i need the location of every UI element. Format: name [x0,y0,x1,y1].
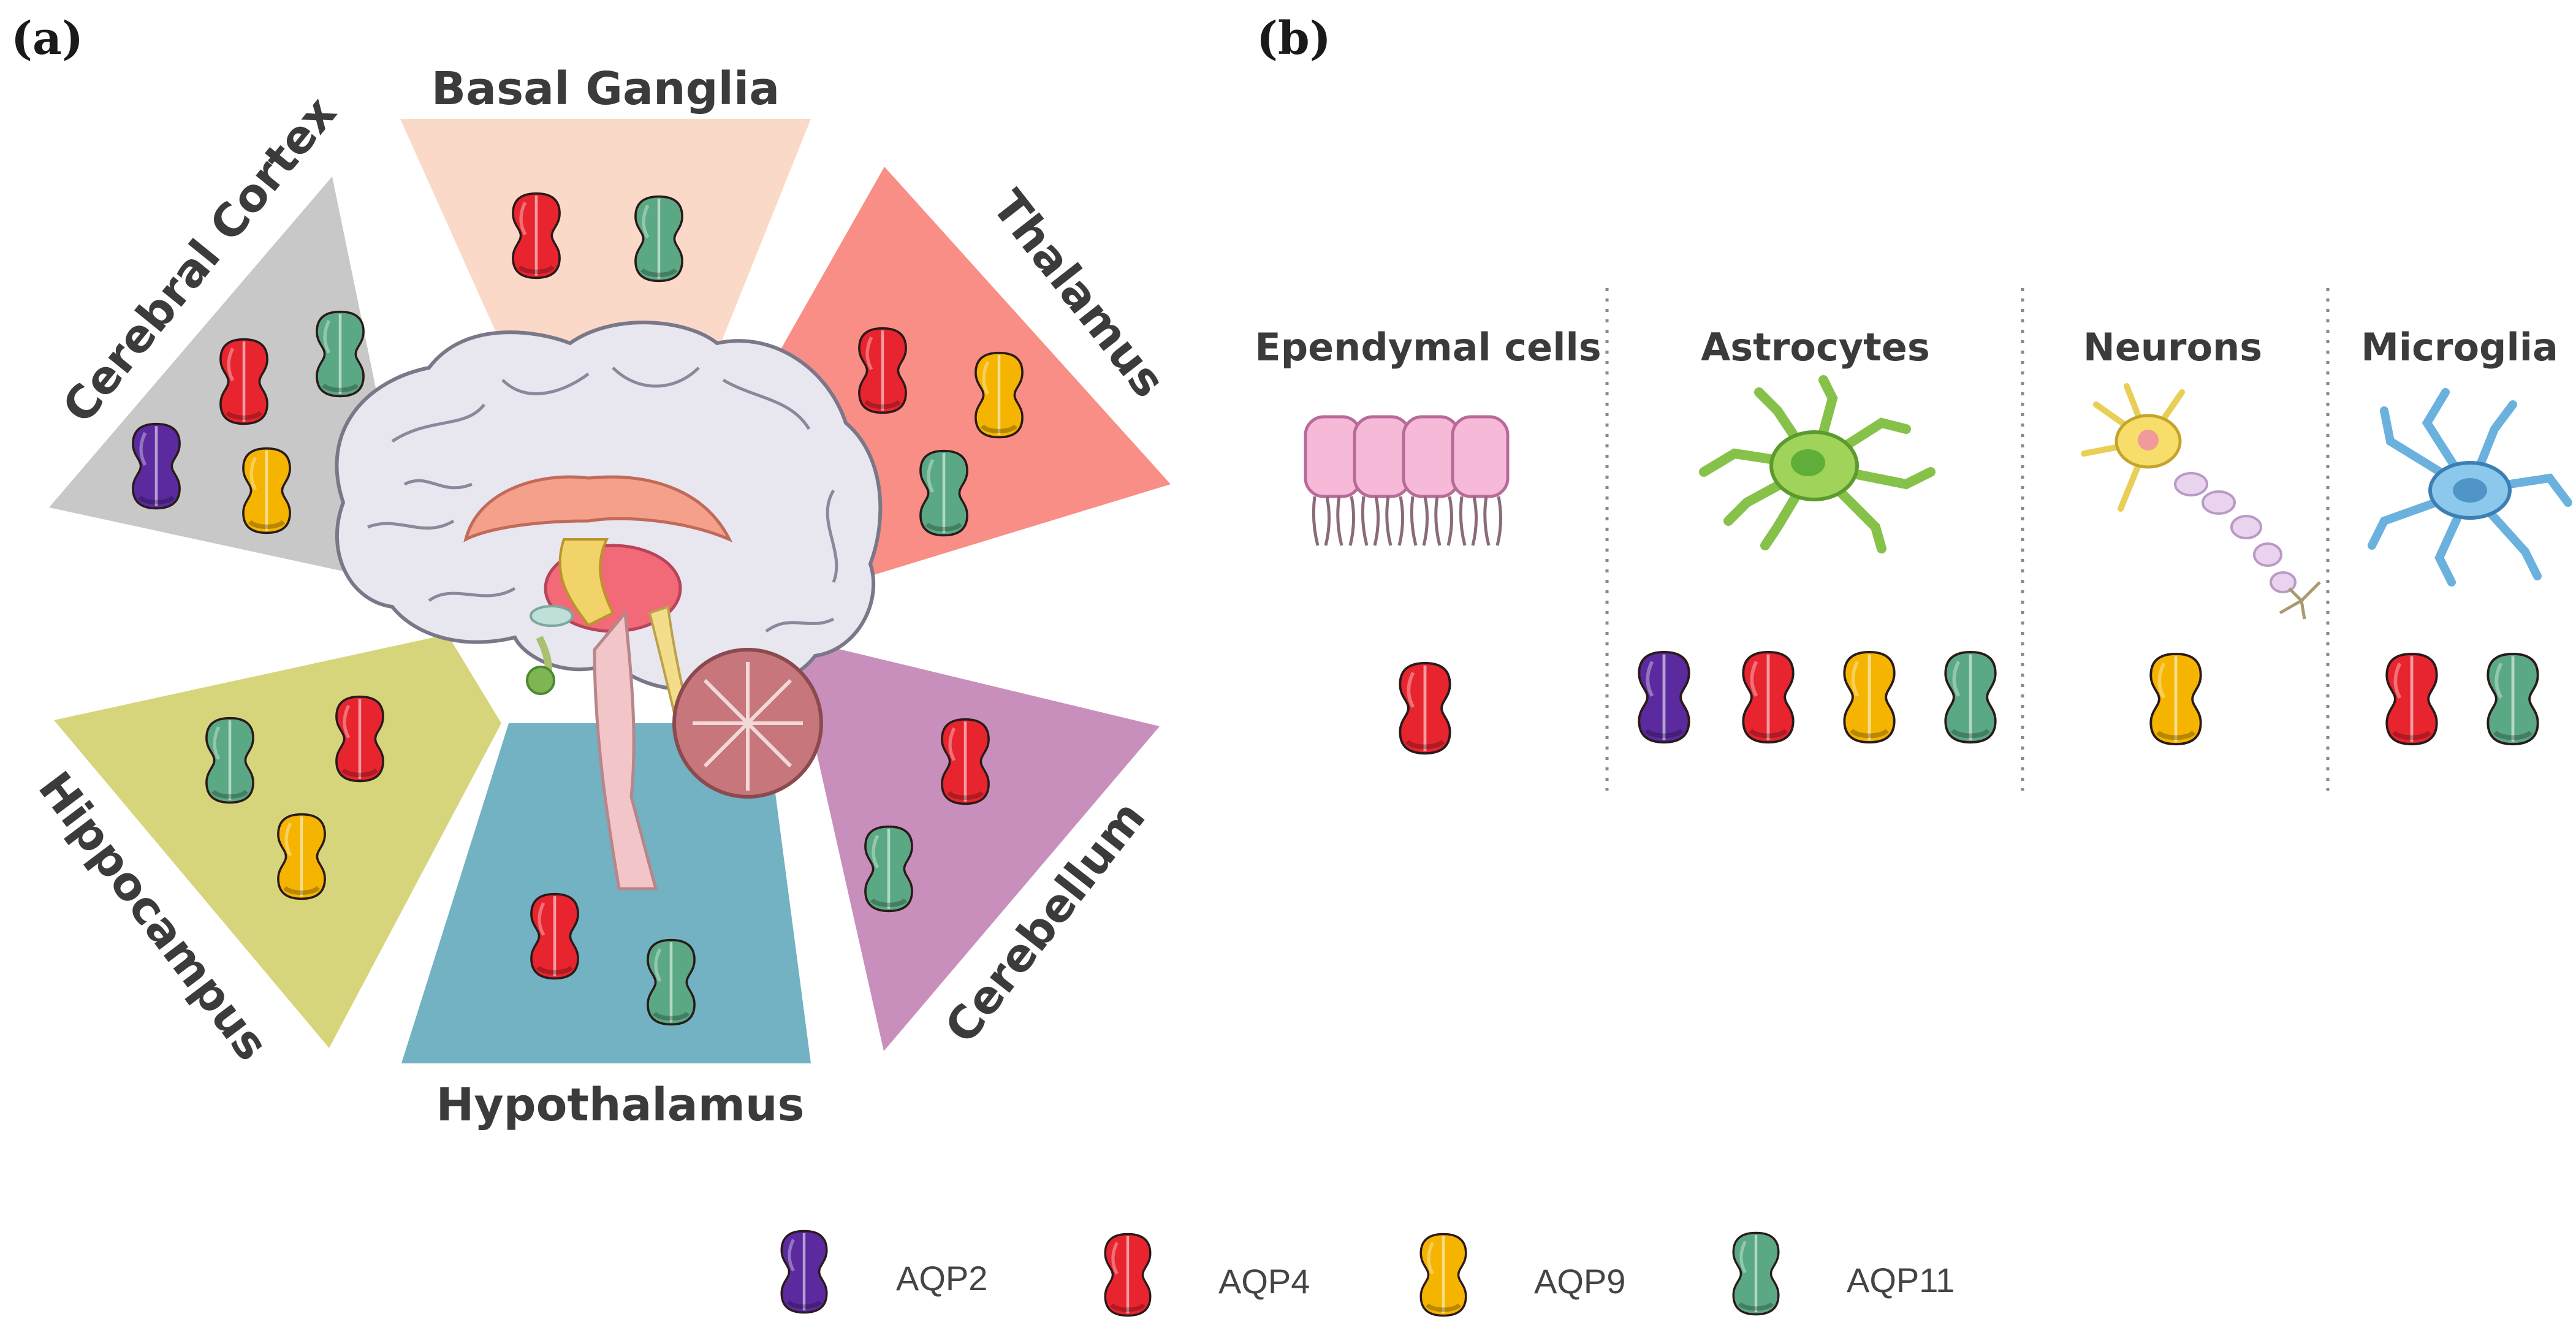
aqp4-channel-icon [336,697,383,781]
aqp4-channel-icon [1400,663,1449,753]
aqp11-channel-icon [2488,654,2537,744]
cell-label-astrocytes: Astrocytes [1701,325,1929,370]
aqp11-channel-icon [317,312,363,397]
aqp11-channel-icon [865,827,912,911]
region-label-basal-ganglia: Basal Ganglia [431,63,780,115]
region-label-hypothalamus: Hypothalamus [436,1079,804,1131]
aqp4-channel-icon [942,720,989,804]
aqp4-channel-icon [513,194,560,278]
astrocyte-channels [1639,652,1995,742]
cerebellum-wedge [791,637,1160,1051]
aqp11-channel-icon [648,940,694,1025]
cell-label-microglia: Microglia [2361,325,2558,370]
aqp9-channel-icon [278,815,325,899]
legend-label-aqp4: AQP4 [1218,1262,1310,1301]
aqp4-channel-icon [859,329,906,413]
legend-aqp2-icon [781,1231,827,1313]
aqp2-channel-icon [1639,652,1689,742]
legend-aqp11-icon [1733,1233,1779,1315]
legend-aqp9-icon [1421,1234,1466,1316]
aqp9-channel-icon [243,449,290,533]
microglia-illustration [2368,388,2572,587]
cell-label-neurons: Neurons [2083,325,2262,370]
legend-label-aqp2: AQP2 [896,1259,987,1298]
neuron-illustration [2081,383,2321,620]
aqp4-channel-icon [1743,652,1793,742]
aqp11-channel-icon [921,451,967,536]
microglia-channels [2387,654,2537,744]
aqp11-channel-icon [636,197,682,281]
neuron-channels [2151,654,2200,744]
aqp11-channel-icon [207,718,253,803]
aqp2-channel-icon [133,424,180,509]
ependymal-channels [1400,663,1449,753]
column-separators [1605,288,2330,791]
aqp4-channel-icon [2387,654,2436,744]
ependymal-cells-illustration [1304,415,1510,546]
legend: AQP2 AQP4 AQP9 AQP11 [781,1231,1955,1316]
brain-illustration [335,321,883,891]
astrocyte-illustration [1699,375,1936,553]
legend-label-aqp11: AQP11 [1847,1261,1955,1299]
legend-label-aqp9: AQP9 [1534,1262,1625,1301]
panel-a-label: (a) [11,12,83,65]
aqp11-channel-icon [1945,652,1995,742]
aqp9-channel-icon [976,353,1022,438]
aqp4-channel-icon [221,340,267,424]
cell-label-ependymal: Ependymal cells [1255,325,1601,370]
aqp9-channel-icon [1844,652,1894,742]
hippocampus-wedge [54,634,501,1048]
legend-aqp4-icon [1105,1234,1150,1316]
aqp9-channel-icon [2151,654,2200,744]
panel-b-label: (b) [1256,12,1331,65]
hypothalamus-wedge [401,723,811,1063]
aqp4-channel-icon [531,894,578,979]
